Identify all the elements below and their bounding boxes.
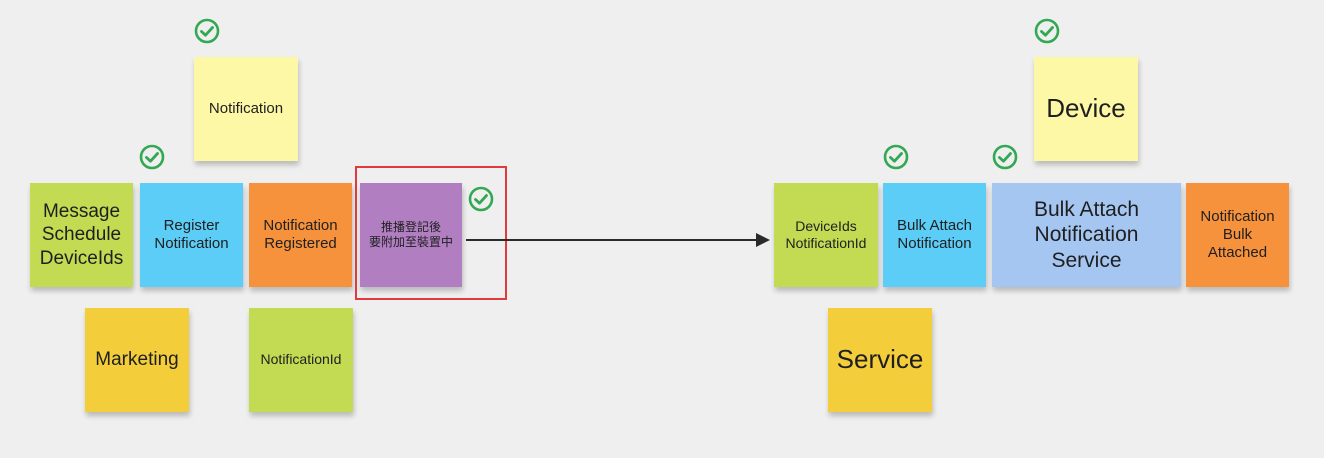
actor-note-service[interactable]: Service — [828, 308, 932, 412]
read-model-note[interactable]: Message Schedule DeviceIds — [30, 183, 133, 287]
selection-highlight — [355, 166, 507, 300]
check-circle-icon — [468, 186, 494, 212]
check-circle-icon — [194, 18, 220, 44]
policy-note[interactable]: 推播登記後 要附加至裝置中 — [360, 183, 462, 287]
system-note-bulk-attach-service[interactable]: Bulk Attach Notification Service — [992, 183, 1181, 287]
event-note-notification-registered[interactable]: Notification Registered — [249, 183, 352, 287]
event-data-note-notification-id[interactable]: NotificationId — [249, 308, 353, 412]
check-circle-icon — [1034, 18, 1060, 44]
event-note-notification-bulk-attached[interactable]: Notification Bulk Attached — [1186, 183, 1289, 287]
check-circle-icon — [139, 144, 165, 170]
aggregate-note-notification[interactable]: Notification — [194, 57, 298, 161]
check-circle-icon — [992, 144, 1018, 170]
read-model-note-device-ids[interactable]: DeviceIds NotificationId — [774, 183, 878, 287]
check-circle-icon — [883, 144, 909, 170]
actor-note-marketing[interactable]: Marketing — [85, 308, 189, 412]
command-note-register-notification[interactable]: Register Notification — [140, 183, 243, 287]
command-note-bulk-attach[interactable]: Bulk Attach Notification — [883, 183, 986, 287]
aggregate-note-device[interactable]: Device — [1034, 57, 1138, 161]
